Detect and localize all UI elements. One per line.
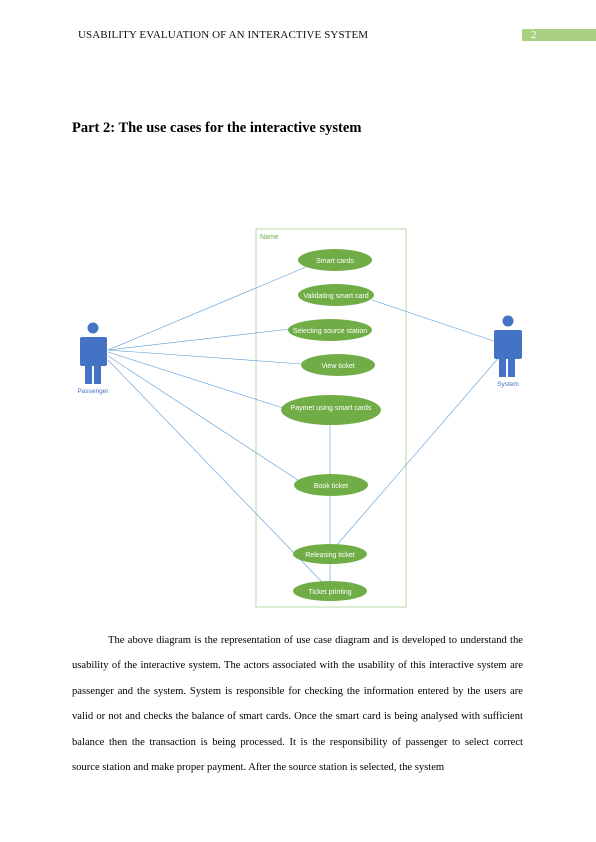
svg-text:Ticket printing: Ticket printing [308,589,351,596]
assoc-passenger-selecting-source [107,328,291,351]
passenger-actor-icon [80,322,107,384]
use-case-validating-smart-card: Validating smart card [298,284,374,306]
page-number: 2 [522,29,596,41]
svg-text:Releasing ticket: Releasing ticket [305,552,354,559]
assoc-passenger-ticket-printing [107,359,323,583]
assoc-system-releasing [335,354,502,547]
use-case-releasing-ticket: Releasing ticket [293,544,367,564]
assoc-passenger-smart-cards [107,266,307,351]
use-case-ticket-printing: Ticket printing [293,581,367,601]
assoc-passenger-payment [107,351,284,409]
assoc-passenger-book-ticket [107,355,305,485]
association-lines [107,266,502,583]
system-label: System [497,381,519,388]
svg-text:Book ticket: Book ticket [314,483,348,490]
use-case-selecting-source-station: Selecting source station [288,319,372,341]
use-case-book-ticket: Book ticket [294,474,368,496]
svg-text:Selecting source station: Selecting source station [293,328,367,335]
use-case-smart-cards: Smart cards [298,249,372,271]
svg-text:Smart cards: Smart cards [316,258,354,265]
svg-text:View ticket: View ticket [321,363,354,370]
passenger-label: Passenger [77,388,109,395]
system-boundary [255,228,407,608]
use-case-view-ticket: View ticket [301,354,375,376]
section-heading: Part 2: The use cases for the interactiv… [72,120,362,136]
body-paragraph: The above diagram is the representation … [72,635,523,774]
running-header: USABILITY EVALUATION OF AN INTERACTIVE S… [78,29,369,41]
system-actor-icon [494,315,522,377]
use-case-payment-using-smart-cards: Paymet using smart cards [281,395,381,425]
svg-text:Paymet using smart cards: Paymet using smart cards [291,405,372,412]
assoc-passenger-view-ticket [107,349,303,365]
boundary-label: Name [260,234,279,241]
svg-text:Validating smart card: Validating smart card [303,293,368,300]
assoc-system-validating [371,299,495,342]
